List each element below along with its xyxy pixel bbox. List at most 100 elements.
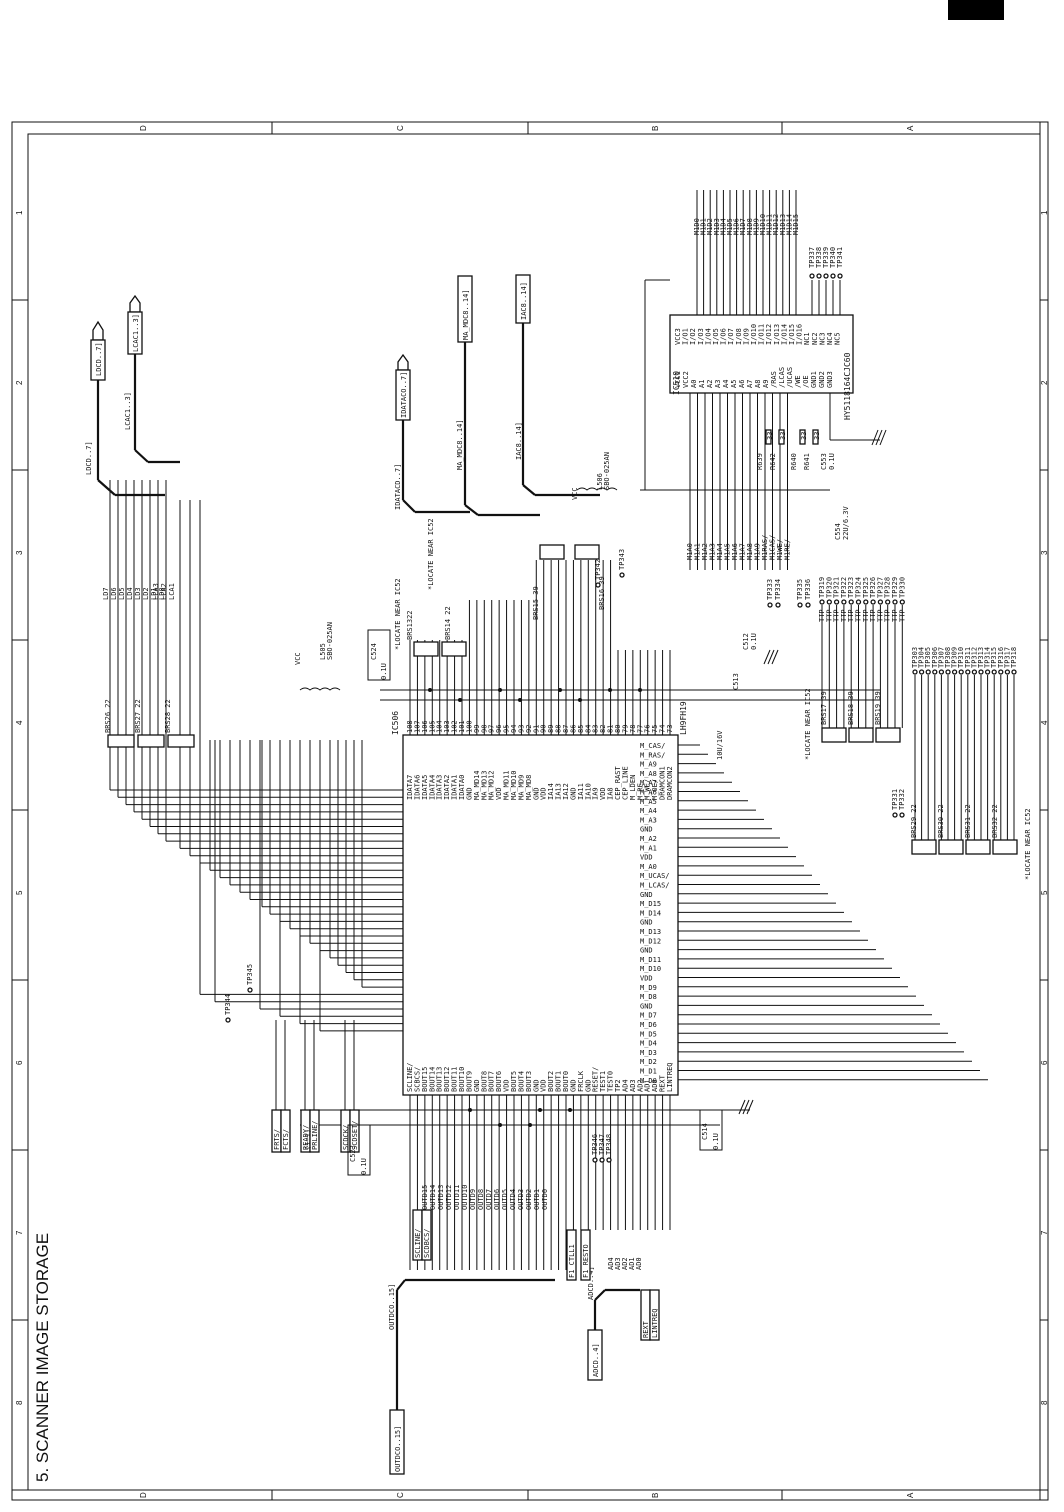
inductor-icon: [299, 687, 341, 691]
test-point-label: TP318: [1010, 647, 1018, 668]
ic510-pin-label: NC2: [811, 332, 819, 345]
ttp-label: TTP: [818, 609, 826, 622]
test-point-icon: [965, 669, 971, 675]
ic506-pin-label: IDATA5: [421, 775, 429, 800]
test-point-label: TP322: [840, 577, 848, 598]
outd-net-label: OUTD14: [429, 1185, 437, 1210]
ic506-pin-label: IDATA6: [413, 775, 421, 800]
ic506-pin-label: BOUT13: [436, 1067, 444, 1092]
pin-number: 78: [629, 725, 637, 733]
locate-note: *LOCATE NEAR IC52: [394, 578, 402, 650]
locate-note: *LOCATE NEAR IC52: [1024, 808, 1032, 880]
test-point-label: TP310: [957, 647, 965, 668]
pin-number: 77: [636, 725, 644, 733]
outd-net-label: OUTD3: [517, 1189, 525, 1210]
junction-dot: [428, 688, 432, 692]
sheet-ref: (1-1): [304, 1129, 312, 1150]
ic510-pin-label: I/O9: [742, 328, 750, 345]
ic506-pin-label: GND: [640, 891, 653, 899]
inductor-icon: [576, 487, 618, 491]
ic506-pin-label: IA9: [592, 787, 600, 800]
grid-row-label: 3: [1040, 550, 1049, 555]
test-point-icon: [816, 273, 822, 279]
resistor-array: [938, 839, 964, 855]
bus-net-label: IAC8..14]: [515, 422, 523, 460]
ic510-pin-label: I/O8: [735, 328, 743, 345]
ic506-pin-label: VDD: [503, 1079, 511, 1092]
resistor-array: [992, 839, 1018, 855]
ic510-pin-label: GND3: [826, 371, 834, 388]
ic510-addr-net: M1A9: [754, 543, 762, 560]
ic510-pin-label: A5: [730, 380, 738, 388]
junction-dot: [638, 688, 642, 692]
ic510-pin-label: A9: [762, 380, 770, 388]
ic510-addr-net: M1A6: [731, 543, 739, 560]
ic510-body: [669, 314, 854, 394]
test-point-icon: [918, 669, 925, 675]
ic506-pin-label: AD1: [644, 1079, 652, 1092]
ic506-pin-label: IDATA1: [451, 775, 459, 800]
ic506-pin-label: IDATA2: [443, 775, 451, 800]
ic506-pin-label: BOUT4: [517, 1071, 525, 1092]
outer-frame: [11, 121, 1049, 1501]
ic510-data-net: M1D5: [726, 218, 734, 235]
test-point-icon: [958, 669, 964, 675]
grid-col-label: A: [906, 125, 915, 131]
ttp-label: TTP: [898, 609, 906, 622]
pin-number: 87: [562, 725, 570, 733]
ic510-pin-label: A3: [714, 380, 722, 388]
ic506-pin-label: BOUT11: [451, 1067, 459, 1092]
pin-number: 91: [532, 725, 540, 733]
test-point-icon: [932, 669, 938, 675]
ic506-pin-label: IA11: [577, 783, 585, 800]
ic506-pin-label: GND: [569, 787, 577, 800]
test-point-label: TP328: [884, 577, 892, 598]
grid-col-label: A: [906, 1492, 915, 1498]
grid-col-label: B: [651, 1493, 660, 1498]
ic506-pin-label: DRAMCON1: [659, 766, 667, 800]
grid-row-label: 6: [15, 1060, 24, 1065]
test-point-label: TP326: [869, 577, 877, 598]
inductor-ref: L506: [596, 473, 604, 490]
pin-number: 79: [621, 725, 629, 733]
test-point-icon: [826, 599, 832, 605]
ic510-pin-label: I/O7: [727, 328, 735, 345]
signal-connector-label: READY/: [302, 1125, 310, 1150]
connector-box: [587, 1329, 603, 1381]
resistor-array: [413, 641, 439, 657]
ic510-data-net: M1D13: [779, 214, 787, 235]
capacitor-ref: C553: [820, 453, 828, 470]
resistor-array: [137, 734, 165, 748]
connector-arrow: [129, 294, 141, 313]
ic506-part: LH9FH19: [679, 701, 688, 735]
resistor-array: [539, 544, 565, 560]
bus-net-label: ADCD..4]: [587, 1266, 595, 1300]
resistor-array-label: BRS14 22: [444, 606, 452, 640]
ic506-pin-label: IA13: [555, 783, 563, 800]
grid-row-label: 8: [15, 1400, 24, 1405]
test-point-icon: [819, 599, 825, 605]
connector-label: LCAC1..3]: [132, 314, 140, 352]
ic510-addr-net: M1A2: [701, 543, 709, 560]
connector-ldcd: LDCD..7] LDCD..7]: [85, 320, 106, 475]
test-point-label: TP316: [997, 647, 1005, 668]
ic506-pin-label: MA_MD11: [503, 770, 511, 800]
ad-net-label: AD1: [628, 1257, 636, 1270]
outd-net-label: OUTD12: [445, 1185, 453, 1210]
test-point-icon: [775, 602, 781, 608]
pin-number: 107: [413, 720, 421, 733]
ttp-label: TTP: [833, 609, 841, 622]
test-point-label: TP317: [1003, 647, 1011, 668]
ic506-pin-label: GND: [532, 787, 540, 800]
ic506-pin-label: GND: [532, 1079, 540, 1092]
ttp-label: TTP: [855, 609, 863, 622]
ic506-pin-label: GND: [569, 1079, 577, 1092]
ic510-pin-label: /OE: [802, 375, 810, 388]
capacitor-value: 0.1U: [750, 633, 758, 650]
ic510-pin-label: VCC2: [682, 371, 690, 388]
test-point-label: TP337: [808, 247, 816, 268]
inner-frame: [27, 133, 1041, 1491]
ic506-pin-label: TEST0: [607, 1071, 615, 1092]
